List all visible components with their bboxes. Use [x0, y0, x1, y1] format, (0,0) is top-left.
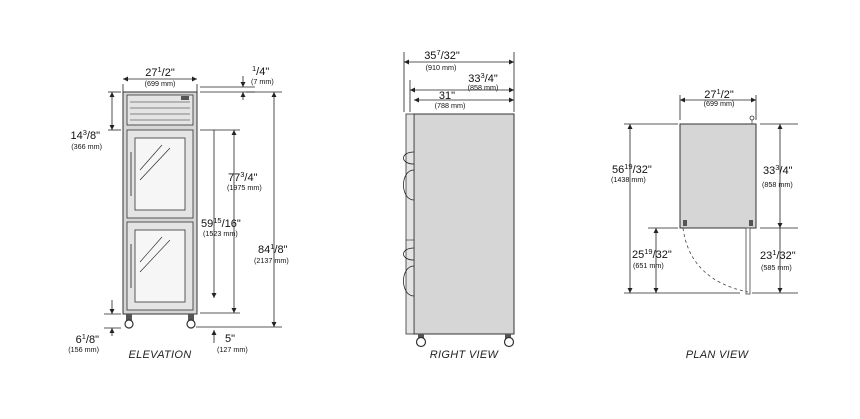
caster-height-mm: (127 mm)	[217, 345, 248, 354]
plan-door-open	[745, 227, 751, 295]
plan-width-mm: (699 mm)	[704, 99, 735, 108]
upper-height-mm: (366 mm)	[71, 142, 102, 151]
overall-height-mm: (2137 mm)	[254, 256, 289, 265]
controller-icon	[181, 96, 189, 100]
right-caster-rear	[503, 336, 515, 348]
clearance-label: 231/32"	[760, 248, 796, 262]
lower-handle-profile	[403, 247, 415, 261]
top-gap-label: 1/4"	[252, 64, 269, 78]
top-gap-mm: (7 mm)	[251, 77, 274, 86]
elevation-view: 271/2" (699 mm) 1/4" (7 mm) 143/8" (366 …	[68, 64, 289, 361]
height-b-label: 5915/16"	[201, 216, 241, 230]
upper-handle-profile	[403, 151, 415, 165]
plan-view-title: PLAN VIEW	[686, 349, 750, 361]
height-a-label: 773/4"	[228, 170, 258, 184]
depth-inner-mm: (788 mm)	[435, 101, 466, 110]
plan-view: 271/2" (699 mm) 5619/32" (1438 mm) 333/4…	[611, 87, 798, 361]
plan-width-label: 271/2"	[704, 87, 734, 101]
right-cabinet	[413, 113, 515, 335]
clearance-mm: (585 mm)	[761, 263, 792, 272]
door-depth-label: 2519/32"	[632, 247, 672, 261]
right-door-edge	[405, 113, 415, 335]
right-view: 357/32" (910 mm) 333/4" (858 mm) 31" (78…	[403, 48, 515, 361]
upper-door-glass	[134, 137, 186, 211]
depth-body-mm: (858 mm)	[468, 83, 499, 92]
swing-label: 5619/32"	[612, 162, 652, 176]
base-height-mm: (156 mm)	[68, 345, 99, 354]
right-view-title: RIGHT VIEW	[430, 349, 500, 361]
plan-depth-mm: (858 mm)	[762, 180, 793, 189]
height-a-mm: (1975 mm)	[227, 183, 262, 192]
elev-width-mm: (699 mm)	[145, 79, 176, 88]
height-b-mm: (1523 mm)	[203, 229, 238, 238]
caster-left	[124, 319, 134, 329]
swing-mm: (1438 mm)	[611, 175, 646, 184]
caster-height-label: 5"	[225, 333, 235, 345]
elevation-title: ELEVATION	[128, 349, 191, 361]
depth-inner-label: 31"	[439, 90, 455, 102]
door-depth-mm: (651 mm)	[633, 261, 664, 270]
elev-width-label: 271/2"	[145, 65, 175, 79]
depth-total-mm: (910 mm)	[426, 63, 457, 72]
lower-door-glass	[134, 229, 186, 303]
base-height-label: 61/8"	[76, 332, 99, 346]
depth-body-label: 333/4"	[468, 71, 498, 85]
plan-depth-label: 333/4"	[763, 163, 793, 177]
plan-cabinet	[679, 123, 757, 229]
overall-height-label: 841/8"	[258, 242, 288, 256]
depth-total-label: 357/32"	[424, 48, 460, 62]
caster-right	[186, 319, 196, 329]
upper-height-label: 143/8"	[70, 128, 100, 142]
right-caster-front	[415, 336, 427, 348]
door-swing-arc	[682, 227, 749, 293]
